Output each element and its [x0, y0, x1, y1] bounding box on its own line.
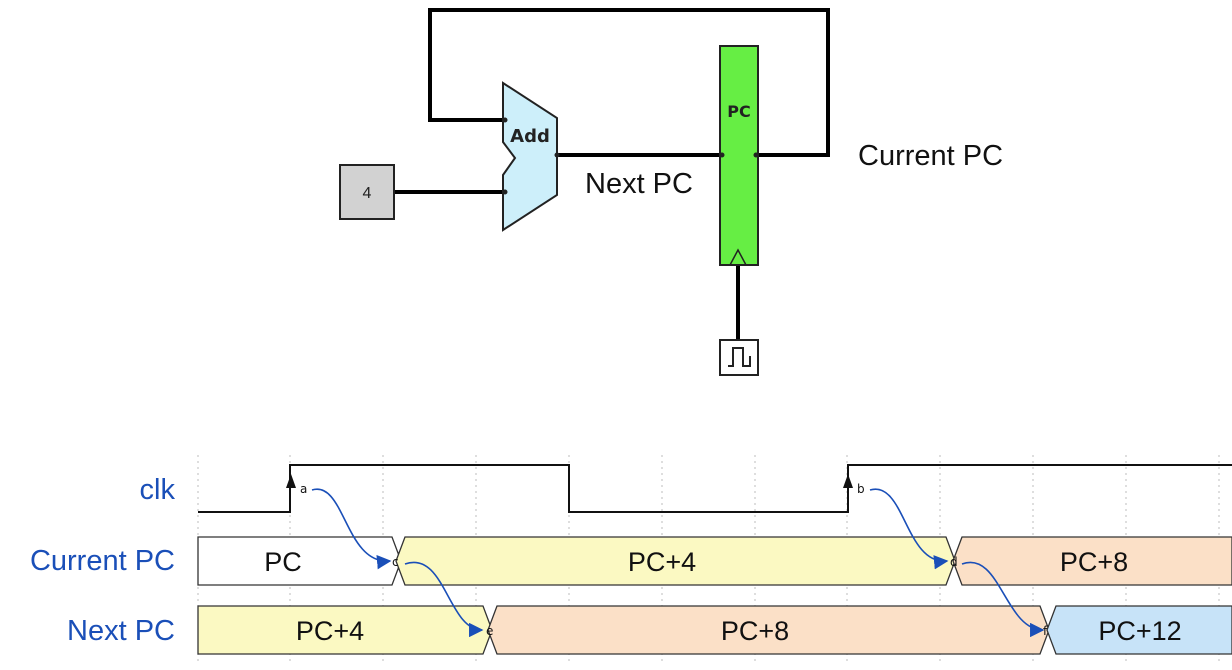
pc-register: [719, 45, 759, 266]
arrow-a-to-c: [311, 488, 392, 570]
next-pc-value-1: PC+4: [296, 616, 364, 646]
next-pc-value-3: PC+12: [1098, 616, 1181, 646]
arrow-d-to-f: [961, 561, 1045, 638]
const-4-label: 4: [363, 185, 372, 202]
next-pc-segment-2: [487, 605, 1050, 655]
feedback-wire: [428, 8, 830, 157]
timing-diagram: clk Current PC Next PC PC PC+4 PC+8 PC+4…: [30, 455, 1232, 665]
current-pc-bus: PC PC+4 PC+8: [197, 536, 1232, 586]
adder-label: Add: [510, 126, 550, 147]
arrow-b-to-d: [869, 488, 949, 570]
marker-a: a: [300, 482, 307, 496]
next-pc-bus: PC+4 PC+8 PC+12: [197, 605, 1232, 655]
adder-pin-bottom: [502, 189, 508, 195]
row-label-current-pc: Current PC: [30, 545, 175, 577]
row-label-next-pc: Next PC: [67, 615, 175, 647]
marker-d: d: [950, 555, 958, 569]
clk-waveform: [198, 464, 1232, 513]
rising-edge-arrow-b: [843, 474, 853, 488]
current-pc-label: Current PC: [858, 140, 1003, 172]
clock-input-triangle: [729, 248, 747, 266]
adder-pin-out: [554, 152, 560, 158]
next-pc-label: Next PC: [585, 168, 693, 200]
current-pc-segment-1: [197, 536, 402, 586]
marker-e: e: [486, 624, 493, 638]
marker-c: c: [392, 555, 399, 569]
circuit-diagram: 4 Add PC Next PC Current PC: [339, 8, 1003, 376]
marker-b: b: [857, 482, 865, 496]
clock-source: [719, 339, 759, 376]
next-pc-value-2: PC+8: [721, 616, 789, 646]
marker-f: f: [1043, 624, 1048, 638]
current-pc-value-2: PC+4: [628, 547, 696, 577]
current-pc-value-3: PC+8: [1060, 547, 1128, 577]
arrow-c-to-e: [404, 561, 484, 638]
current-pc-value-1: PC: [264, 547, 302, 577]
current-pc-segment-2: [395, 536, 956, 586]
adder-pin-top: [502, 117, 508, 123]
next-pc-segment-1: [197, 605, 493, 655]
adder-block: [502, 81, 558, 232]
current-pc-segment-3: [952, 536, 1232, 586]
next-pc-segment-3: [1046, 605, 1232, 655]
register-pin-out: [753, 152, 759, 158]
register-pin-in: [719, 152, 725, 158]
row-label-clk: clk: [140, 474, 176, 506]
register-label: PC: [727, 102, 750, 121]
rising-edge-arrow-a: [286, 474, 296, 488]
const-4-box: [339, 164, 395, 220]
clock-icon: [728, 347, 751, 367]
